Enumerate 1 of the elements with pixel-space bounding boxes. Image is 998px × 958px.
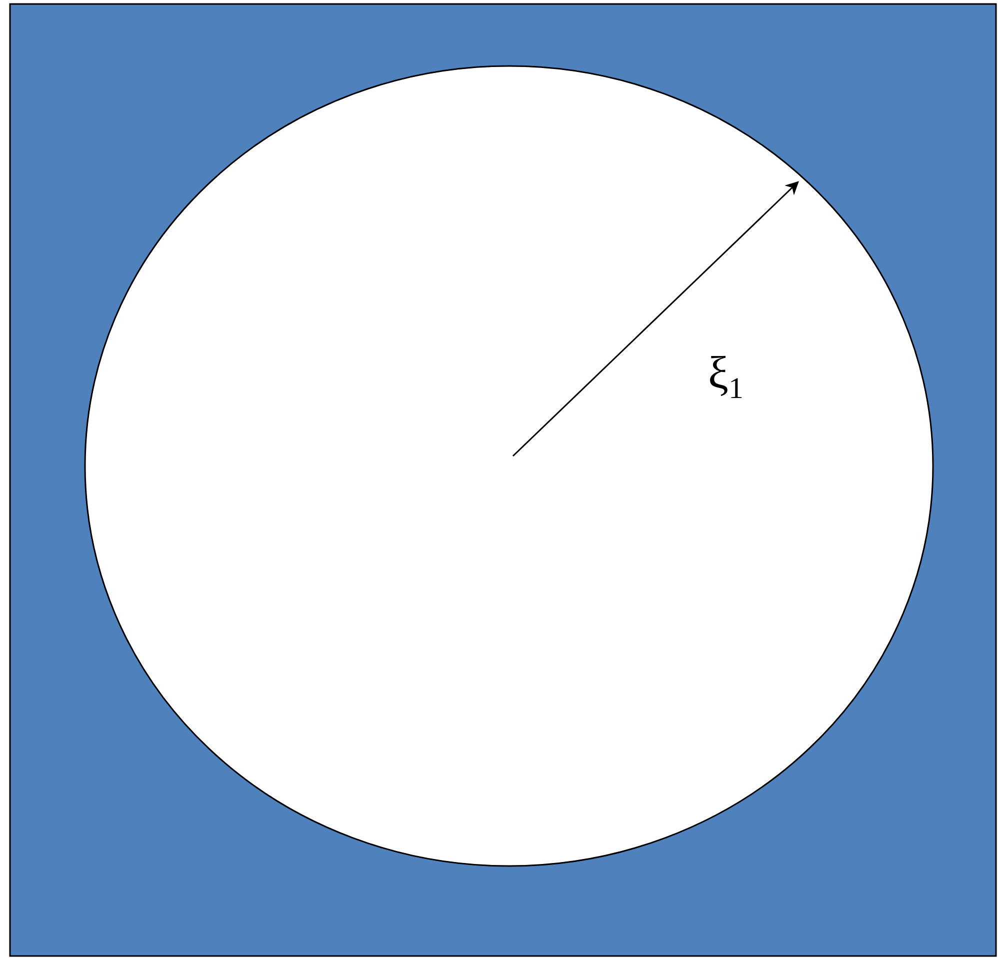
symbol-label: ξ$_{1}$ bbox=[708, 350, 744, 404]
